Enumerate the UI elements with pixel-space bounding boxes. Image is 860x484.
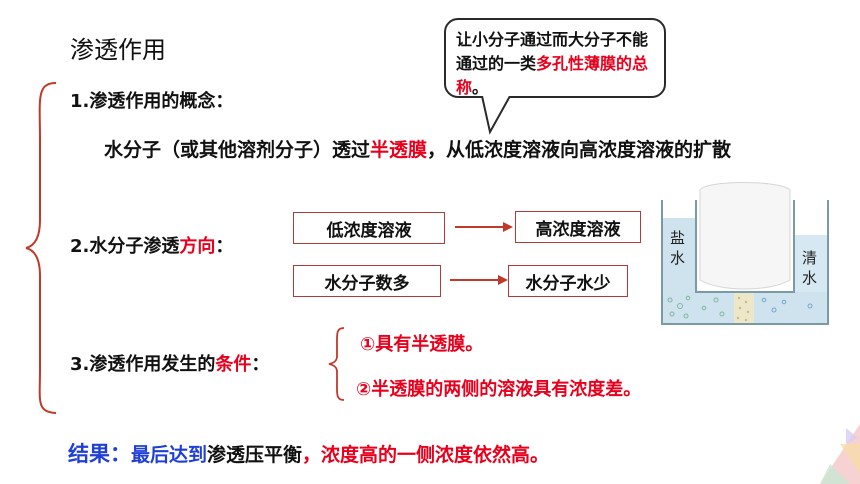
section2-heading-highlight: 方向 (179, 236, 216, 257)
section1-highlight: 半透膜 (370, 139, 428, 161)
section1-heading: 1.渗透作用的概念： (70, 91, 234, 112)
section2-heading-suffix: ： (215, 236, 234, 257)
salt-water-label-line1: 盐 (670, 229, 686, 247)
box-less-water: 水分子水少 (508, 265, 628, 297)
callout-text: 让小分子通过而大分子不能通过的一类 (456, 30, 649, 73)
salt-water-label: 盐 水 (670, 228, 685, 268)
result-label: 结果： (68, 442, 131, 466)
callout-tail (481, 96, 511, 135)
box-more-water: 水分子数多 (293, 265, 441, 297)
box-high-concentration: 高浓度溶液 (515, 211, 641, 243)
arrow-right-icon (450, 275, 508, 285)
section1-text-after: ，从低浓度溶液向高浓度溶液的扩散 (427, 139, 732, 161)
page-title: 渗透作用 (70, 36, 166, 64)
result-line: 结果：最后达到渗透压平衡，浓度高的一侧浓度依然高。 (68, 438, 549, 468)
callout-end: 。 (472, 78, 489, 97)
fresh-water-label-line2: 水 (802, 269, 818, 287)
callout-highlight: 多孔性薄膜的总称 (456, 54, 649, 97)
definition-callout: 让小分子通过而大分子不能通过的一类多孔性薄膜的总称。 (444, 18, 666, 98)
condition-2: ②半透膜的两侧的溶液具有浓度差。 (356, 379, 642, 400)
section3-heading-prefix: 3.渗透作用发生的 (70, 354, 216, 375)
arrow-right-icon (455, 222, 513, 232)
section1-body: 水分子（或其他溶剂分子）透过半透膜，从低浓度溶液向高浓度溶液的扩散 (104, 135, 839, 165)
section2-heading-prefix: 2.水分子渗透 (70, 236, 180, 257)
box-low-concentration: 低浓度溶液 (293, 212, 445, 244)
condition-1: ①具有半透膜。 (360, 334, 484, 355)
osmosis-figure: 盐 水 清 水 (660, 180, 830, 328)
result-black-text: 渗透压平衡 (207, 444, 303, 466)
section3-heading-highlight: 条件 (215, 354, 252, 375)
fresh-water-label: 清 水 (802, 248, 817, 288)
u-tube-diagram (660, 180, 830, 328)
fresh-water-label-line1: 清 (802, 249, 818, 267)
condition-brace (328, 327, 345, 401)
salt-water-label-line2: 水 (670, 249, 686, 267)
result-blue-text: 最后达到 (131, 444, 208, 466)
left-brace (25, 82, 57, 414)
section2-heading: 2.水分子渗透方向： (70, 232, 233, 258)
section1-text-before: 水分子（或其他溶剂分子）透过 (104, 139, 371, 161)
corner-decoration (820, 424, 860, 484)
result-red-text: ，浓度高的一侧浓度依然高。 (302, 444, 550, 466)
section3-heading: 3.渗透作用发生的条件： (70, 350, 269, 376)
section3-heading-suffix: ： (251, 354, 270, 375)
